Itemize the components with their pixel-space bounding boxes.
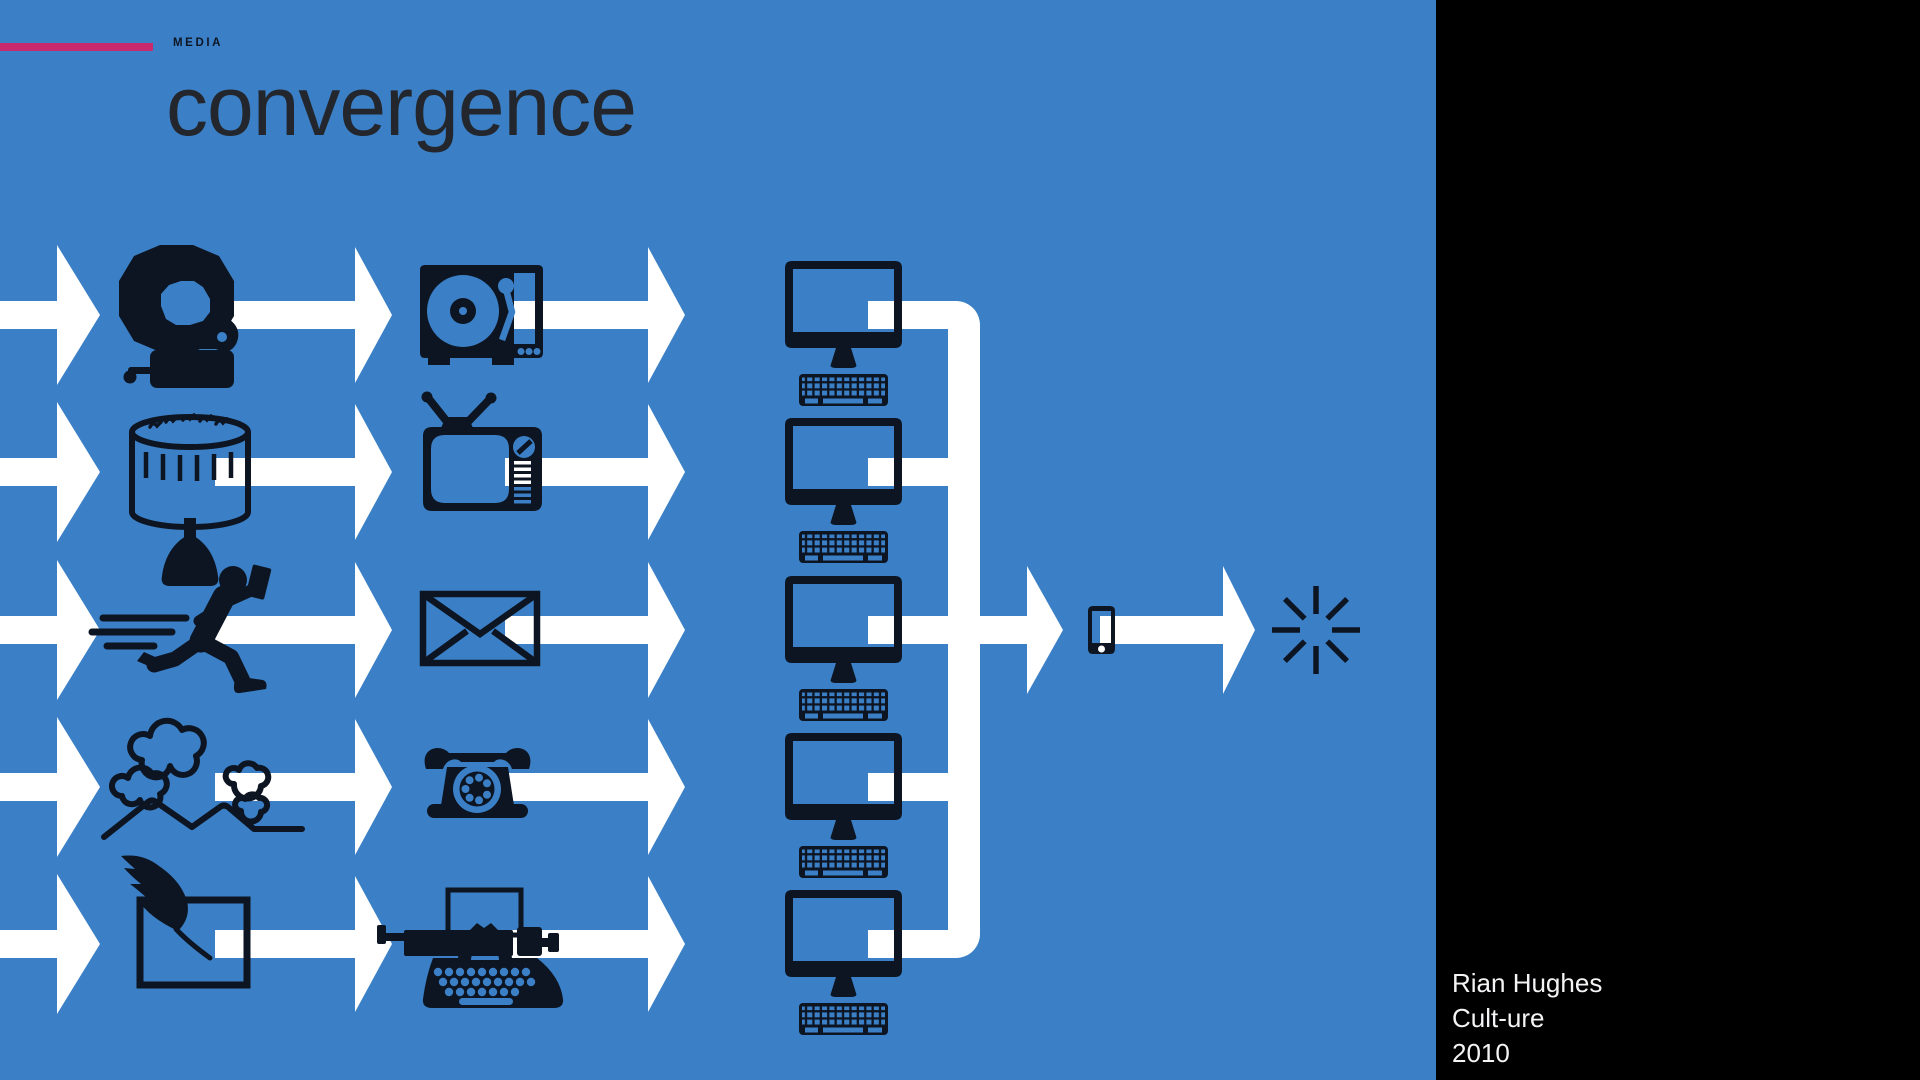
credit-year: 2010 [1452, 1038, 1510, 1068]
flow-arrows [0, 245, 1255, 1014]
gramophone-icon [119, 245, 239, 388]
credit-author: Rian Hughes [1452, 968, 1603, 998]
zoetrope-figures [148, 413, 229, 429]
convergence-connector [868, 301, 1063, 958]
flow-arrow-row3-in [0, 560, 100, 700]
dial-holes [461, 773, 491, 805]
zoetrope-slits [143, 452, 234, 481]
page-title: convergence [166, 59, 637, 153]
kicker-label: MEDIA [173, 37, 224, 49]
home-button [1098, 645, 1105, 653]
flow-arrow-row2-in [0, 402, 100, 542]
flow-arrow-row4-mid [215, 719, 392, 855]
right-black-panel [1436, 0, 1920, 1080]
television-icon [421, 391, 542, 511]
turntable-icon [420, 265, 543, 365]
speed-lines [88, 614, 190, 650]
computer-icon-5 [785, 890, 902, 1035]
flow-arrow-row1-to-computer [505, 247, 685, 383]
rotary-telephone-icon [424, 748, 531, 818]
typewriter-keys [433, 967, 536, 1005]
mountains [101, 797, 305, 840]
zoetrope-icon [129, 413, 251, 586]
envelope-icon [419, 590, 541, 667]
typewriter-icon [377, 887, 564, 1008]
page-outline [136, 896, 251, 989]
flow-arrow-row2-mid [215, 404, 392, 540]
flow-arrow-row4-to-computer [505, 719, 685, 855]
flow-arrow-row5-mid [215, 876, 392, 1012]
credit-work: Cult-ure [1452, 1003, 1545, 1033]
flow-arrow-row1-mid [215, 247, 392, 383]
smoke-signals-icon [101, 717, 305, 840]
flow-arrow-row3-mid [215, 562, 392, 698]
accent-bar [0, 43, 153, 51]
computer-icon-3 [785, 576, 902, 721]
computer-icon-4 [785, 733, 902, 878]
runner-icon [88, 564, 272, 694]
connector-arrowhead [1027, 566, 1063, 694]
future-starburst-icon [1272, 586, 1360, 674]
flow-arrow-row1-in [0, 245, 100, 385]
flow-arrow-row5-in [0, 874, 100, 1014]
flow-arrow-row3-to-computer [505, 562, 685, 698]
flow-arrow-row4-in [0, 717, 100, 857]
credits: Rian Hughes Cult-ure 2010 [1452, 966, 1602, 1071]
smartphone-icon [1088, 606, 1115, 654]
quill-icon [121, 855, 251, 989]
computer-icon-1 [785, 261, 902, 406]
computer-icon-2 [785, 418, 902, 563]
flow-arrow-to-future [1100, 566, 1255, 694]
